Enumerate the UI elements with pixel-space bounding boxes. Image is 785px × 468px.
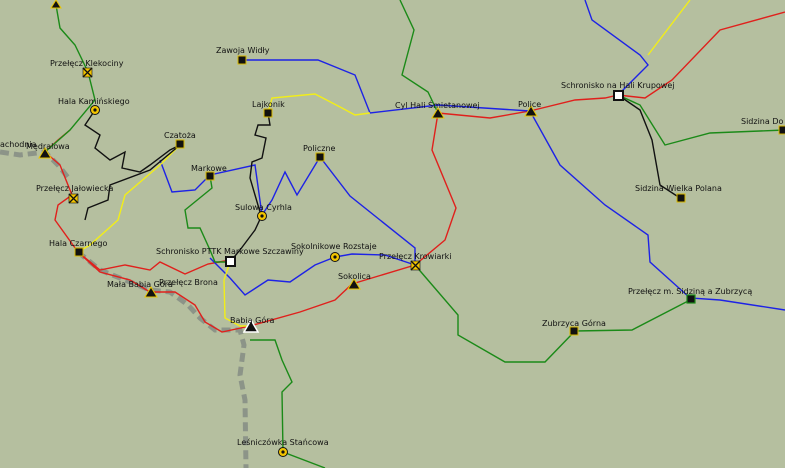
marker-schronisko-markowe[interactable] (225, 256, 236, 267)
label-cyl-hali-smietanowej: Cyl Hali Śmietanowej (395, 99, 480, 110)
markers (38, 0, 785, 457)
marker-top-peak[interactable] (50, 0, 62, 9)
label-schronisko-hala-krupowa: Schronisko na Hali Krupowej (561, 81, 675, 90)
label-sidzina-dolna: Sidzina Do (741, 117, 783, 126)
marker-sulowa-cyrhla[interactable] (257, 211, 267, 221)
marker-hala-kaminskiego[interactable] (90, 105, 100, 115)
label-medralowa: Mędralowa (26, 142, 70, 151)
blue-trails (159, 0, 785, 311)
label-police: Police (518, 100, 541, 109)
marker-zubrzyca-gorna[interactable] (569, 326, 579, 336)
black-trails (84, 94, 681, 263)
marker-przelecz-sidzina-zubrzyca[interactable] (686, 294, 696, 304)
marker-lesniczowka-stancowa[interactable] (278, 447, 288, 457)
marker-zawoja-widly[interactable] (237, 55, 247, 65)
marker-markowe[interactable] (205, 171, 215, 181)
border-south (76, 250, 249, 468)
label-przelecz-sidzina-zubrzyca: Przełęcz m. Sidziną a Zubrzycą (628, 287, 752, 296)
yellow-trails (77, 0, 691, 327)
label-markowe: Markowe (191, 164, 227, 173)
label-zubrzyca-gorna: Zubrzyca Górna (542, 318, 606, 328)
label-sidzina-wielka-polana: Sidzina Wielka Polana (635, 184, 722, 193)
label-policzne: Policzne (303, 144, 336, 153)
marker-cyl-hali-smietanowej[interactable] (431, 107, 445, 119)
label-przelecz-brona: Przełęcz Brona (159, 278, 218, 287)
marker-przelecz-klekociny[interactable] (82, 67, 93, 78)
marker-sidzina-wielka-polana[interactable] (676, 193, 686, 203)
marker-sokolnikowe-rozstaje[interactable] (330, 252, 340, 262)
marker-sokolica[interactable] (347, 278, 361, 290)
label-sulowa-cyrhla: Sulowa Cyrhla (235, 203, 292, 212)
marker-schronisko-hala-krupowa[interactable] (613, 90, 624, 101)
place-labels: Przełęcz Klekociny Hala Kamińskiego Zawo… (0, 46, 783, 447)
marker-police[interactable] (524, 105, 538, 117)
label-sokolica: Sokolica (338, 272, 371, 281)
label-schronisko-markowe: Schronisko PTTK Markowe Szczawiny (156, 247, 304, 256)
label-mala-babia-gora: Mała Babia Góra (107, 279, 173, 289)
marker-przelecz-krowiarki[interactable] (410, 260, 421, 271)
label-czatoza: Czatoża (164, 131, 196, 140)
marker-mala-babia-gora[interactable] (144, 286, 158, 298)
marker-przelecz-jalowiecka[interactable] (68, 193, 79, 204)
label-przelecz-jalowiecka: Przełęcz Jałowiecka (36, 184, 113, 193)
label-zachodnia: achodnia (0, 140, 37, 149)
label-babia-gora: Babia Góra (230, 315, 275, 325)
label-lajkonik: Lajkonik (252, 100, 285, 109)
marker-babia-gora[interactable] (242, 318, 260, 333)
marker-czatoza[interactable] (175, 139, 185, 149)
marker-lajkonik[interactable] (263, 108, 273, 118)
marker-policzne[interactable] (315, 152, 325, 162)
label-hala-czarnego: Hala Czarnego (49, 239, 107, 248)
label-przelecz-krowiarki: Przełęcz Krowiarki (379, 252, 452, 261)
label-hala-kaminskiego: Hala Kamińskiego (58, 97, 130, 106)
marker-medralowa[interactable] (38, 147, 52, 159)
label-zawoja-widly: Zawoja Widły (216, 46, 270, 55)
marker-sidzina-dolna[interactable] (778, 125, 785, 135)
label-lesniczowka-stancowa: Leśniczówka Stańcowa (237, 437, 329, 447)
label-sokolnikowe-rozstaje: Sokolnikowe Rozstaje (291, 242, 377, 251)
marker-hala-czarnego[interactable] (74, 247, 84, 257)
label-przelecz-klekociny: Przełęcz Klekociny (50, 59, 124, 68)
